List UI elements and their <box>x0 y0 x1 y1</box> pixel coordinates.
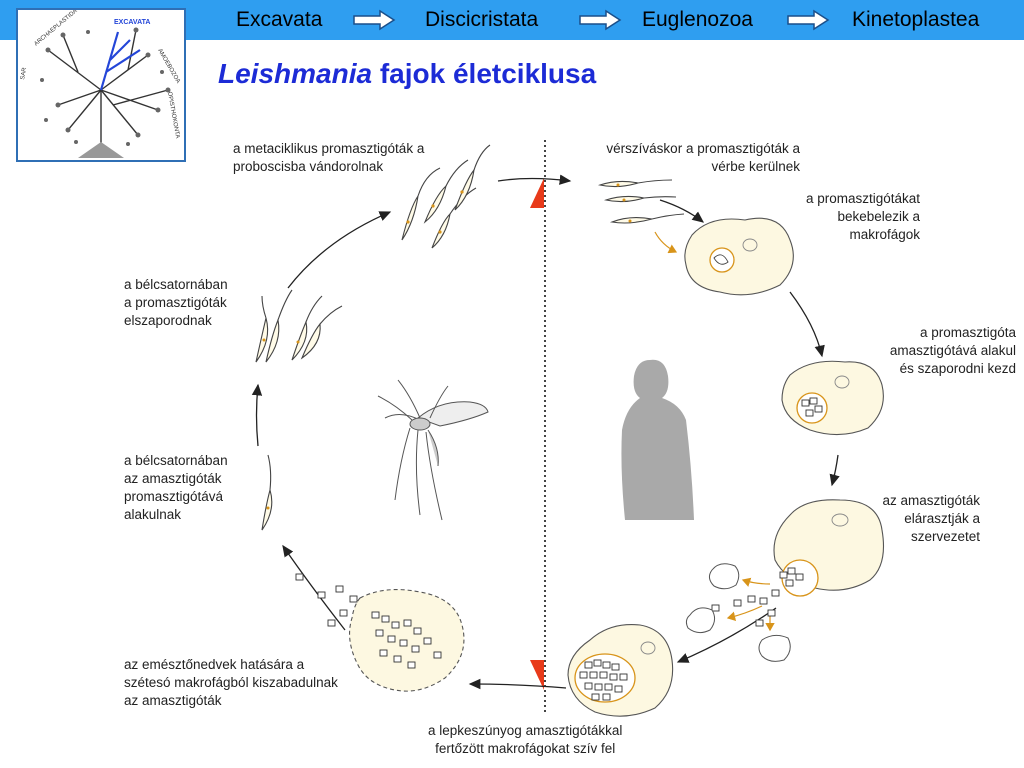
phylogenetic-tree-image: EXCAVATA ARCHAEPLASTIDA AMOEBOZOA OPISTH… <box>20 8 181 158</box>
cycle-arrow <box>287 211 392 289</box>
phagocytosis-arrow <box>654 231 678 254</box>
cycle-arrow <box>468 678 567 690</box>
release-arrow <box>726 605 763 622</box>
label-line: a metaciklikus promasztigóták a <box>233 141 425 156</box>
label-metacyclic: a metaciklikus promasztigóták a probosci… <box>233 140 424 176</box>
label-line: a bélcsatornában <box>124 453 228 468</box>
transmission-marker-icon <box>530 660 544 690</box>
human-host-silhouette <box>621 359 694 520</box>
label-spread: az amasztigóták elárasztják a szervezete… <box>840 492 980 546</box>
label-line: vérszíváskor a promasztigóták a <box>606 141 800 156</box>
label-line: makrofágok <box>849 227 920 242</box>
macrophage-bursting <box>685 499 885 662</box>
breadcrumb-euglenozoa: Euglenozoa <box>642 8 753 31</box>
label-line: szervezetet <box>910 529 980 544</box>
transforming-promastigote <box>261 454 273 531</box>
label-line: a bélcsatornában <box>124 277 228 292</box>
dividing-promastigotes <box>255 289 343 363</box>
breadcrumb-discicristata: Discicristata <box>425 8 539 31</box>
label-line: és szaporodni kezd <box>899 361 1016 376</box>
cycle-arrow <box>789 291 825 358</box>
cycle-arrow <box>251 383 263 447</box>
metacyclic-promastigotes <box>401 144 491 249</box>
label-line: az emésztőnedvek hatására a <box>124 657 305 672</box>
tree-of-life-thumbnail: EXCAVATA ARCHAEPLASTIDA AMOEBOZOA OPISTH… <box>16 8 186 162</box>
label-line: az amasztigóták <box>124 693 222 708</box>
breadcrumb-arrow-icon <box>353 9 396 31</box>
label-line: bekebelezik a <box>837 209 920 224</box>
label-line: az amasztigóták <box>124 471 222 486</box>
label-transform: a promasztigóta amasztigótává alakul és … <box>830 324 1016 378</box>
breadcrumb-kinetoplastea: Kinetoplastea <box>852 8 980 31</box>
cycle-arrow <box>282 544 346 631</box>
label-line: a promasztigótákat <box>805 191 920 206</box>
macrophage-multiplying <box>781 360 884 436</box>
cycle-arrow <box>659 199 705 223</box>
title-rest: fajok életciklusa <box>372 58 597 89</box>
injected-promastigotes <box>597 179 685 224</box>
title-genus: Leishmania <box>218 58 373 89</box>
page-title: Leishmania fajok életciklusa <box>218 58 596 90</box>
excavata-label: EXCAVATA <box>114 19 150 26</box>
label-line: szétesó makrofágból kiszabadulnak <box>124 675 338 690</box>
cycle-arrow <box>829 454 840 487</box>
release-arrow <box>741 577 771 587</box>
label-suck: a lepkeszúnyog amasztigótákkal fertőzött… <box>428 722 622 758</box>
label-line: amasztigótává alakul <box>889 343 1016 358</box>
lysed-macrophage <box>295 573 465 692</box>
sar-label: SAR <box>20 66 28 80</box>
label-gut-multiply: a bélcsatornában a promasztigóták elszap… <box>124 276 228 330</box>
macrophage-engulfing <box>684 217 794 296</box>
label-line: vérbe kerülnek <box>711 159 800 174</box>
macrophage-infected <box>567 624 674 717</box>
label-digest: az emésztőnedvek hatására a szétesó makr… <box>124 656 338 710</box>
transmission-marker-icon <box>530 178 544 208</box>
label-line: a lepkeszúnyog amasztigótákkal <box>428 723 623 738</box>
label-gut-transform: a bélcsatornában az amasztigóták promasz… <box>124 452 228 524</box>
cycle-arrow <box>676 607 777 663</box>
sandfly-image <box>377 379 489 521</box>
label-line: fertőzött makrofágokat szív fel <box>435 741 616 756</box>
label-engulf: a promasztigótákat bekebelezik a makrofá… <box>770 190 920 244</box>
label-line: elszaporodnak <box>124 313 212 328</box>
label-bloodmeal: vérszíváskor a promasztigóták a vérbe ke… <box>560 140 800 176</box>
cycle-arrow <box>497 174 572 185</box>
breadcrumb-arrow-icon <box>579 9 622 31</box>
label-line: elárasztják a <box>904 511 980 526</box>
label-line: promasztigótává <box>124 489 224 504</box>
label-line: az amasztigóták <box>882 493 980 508</box>
label-line: proboscisba vándorolnak <box>233 159 384 174</box>
breadcrumb-excavata: Excavata <box>236 8 323 31</box>
breadcrumb-arrow-icon <box>787 9 830 31</box>
label-line: a promasztigóta <box>919 325 1016 340</box>
label-line: a promasztigóták <box>124 295 227 310</box>
label-line: alakulnak <box>124 507 182 522</box>
